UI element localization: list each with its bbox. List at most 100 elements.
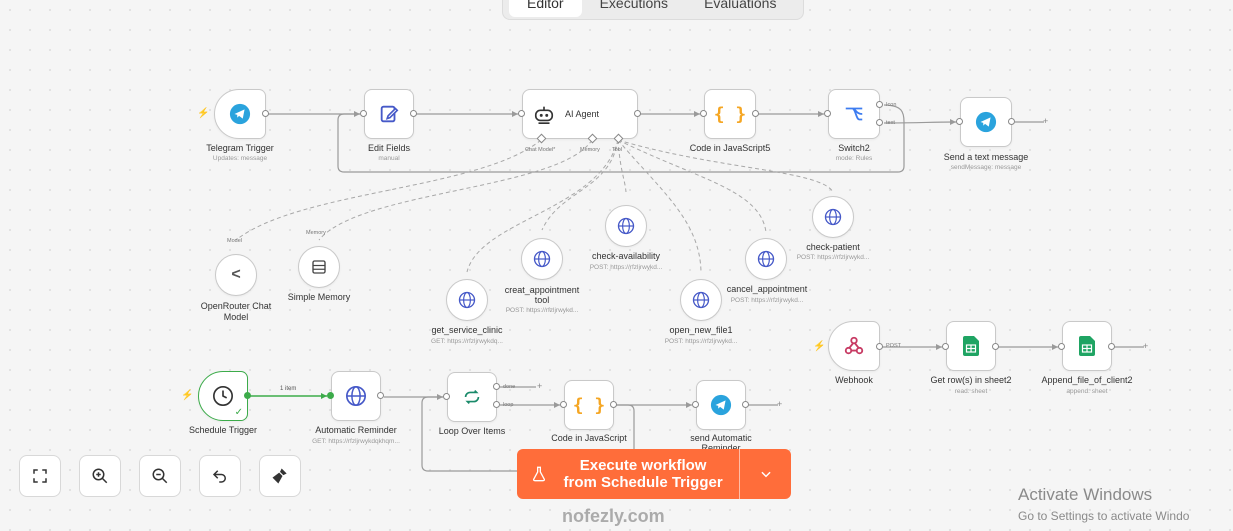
node-send-automatic-reminder[interactable] bbox=[696, 380, 746, 430]
tab-executions[interactable]: Executions bbox=[599, 0, 669, 11]
output-port[interactable] bbox=[244, 392, 251, 399]
output-port-done[interactable] bbox=[493, 383, 500, 390]
node-get-service-clinic[interactable] bbox=[446, 279, 488, 321]
zoom-out-button[interactable] bbox=[139, 455, 181, 497]
input-port[interactable] bbox=[824, 110, 831, 117]
code-braces-icon: { } bbox=[713, 103, 747, 125]
node-get-rows-in-sheet2[interactable] bbox=[946, 321, 996, 371]
database-icon bbox=[312, 260, 326, 274]
input-port[interactable] bbox=[518, 110, 525, 117]
port-label: POST bbox=[886, 343, 901, 349]
node-check-availability[interactable] bbox=[605, 205, 647, 247]
tidy-up-button[interactable] bbox=[259, 455, 301, 497]
node-subtitle: Updates: message bbox=[212, 155, 268, 162]
output-port[interactable] bbox=[410, 110, 417, 117]
execute-dropdown-button[interactable] bbox=[739, 449, 791, 499]
node-label: send Automatic bbox=[690, 433, 752, 443]
node-openrouter-chat-model[interactable]: < bbox=[215, 254, 257, 296]
execute-main[interactable]: Execute workflow from Schedule Trigger bbox=[517, 449, 739, 499]
node-telegram-trigger[interactable] bbox=[214, 89, 266, 139]
node-check-patient[interactable] bbox=[812, 196, 854, 238]
port-label: Model bbox=[227, 238, 242, 244]
node-send-text-message[interactable] bbox=[960, 97, 1012, 147]
port-label: Memory bbox=[580, 147, 600, 153]
view-tabs: Editor Executions Evaluations bbox=[502, 0, 804, 20]
output-port[interactable] bbox=[992, 343, 999, 350]
loop-back-line bbox=[337, 104, 905, 173]
node-webhook[interactable] bbox=[828, 321, 880, 371]
reset-zoom-button[interactable] bbox=[199, 455, 241, 497]
telegram-icon bbox=[229, 103, 251, 125]
output-port[interactable] bbox=[610, 401, 617, 408]
site-watermark: nofezly.com bbox=[562, 506, 665, 526]
input-port[interactable] bbox=[1058, 343, 1065, 350]
add-node-plus-icon[interactable]: + bbox=[777, 399, 783, 409]
node-subtitle: append: sheet bbox=[1066, 388, 1108, 395]
add-node-plus-icon[interactable]: + bbox=[1143, 341, 1149, 351]
node-label: Loop Over Items bbox=[438, 426, 506, 436]
robot-icon bbox=[534, 106, 554, 124]
port-label: loop bbox=[503, 402, 514, 408]
add-node-plus-icon[interactable]: + bbox=[537, 381, 543, 391]
node-label: check-patient bbox=[806, 242, 860, 252]
google-sheets-icon bbox=[1079, 336, 1095, 356]
tab-editor[interactable]: Editor bbox=[509, 0, 582, 17]
node-label: check-availability bbox=[591, 251, 661, 261]
input-port[interactable] bbox=[956, 118, 963, 125]
input-port[interactable] bbox=[700, 110, 707, 117]
google-sheets-icon bbox=[963, 336, 979, 356]
globe-icon bbox=[533, 250, 551, 268]
input-port[interactable] bbox=[327, 392, 334, 399]
fit-view-icon bbox=[33, 469, 47, 483]
node-label: Switch2 bbox=[838, 143, 870, 153]
execute-workflow-button[interactable]: Execute workflow from Schedule Trigger bbox=[517, 449, 791, 499]
output-port[interactable] bbox=[634, 110, 641, 117]
openrouter-icon: < bbox=[231, 266, 241, 283]
output-port[interactable] bbox=[876, 343, 883, 350]
node-code-in-javascript5[interactable]: { } bbox=[704, 89, 756, 139]
node-switch2[interactable] bbox=[828, 89, 880, 139]
node-cancel-appointment[interactable] bbox=[745, 238, 787, 280]
node-creat-appointment-tool[interactable] bbox=[521, 238, 563, 280]
output-port[interactable] bbox=[876, 101, 883, 108]
output-port[interactable] bbox=[377, 392, 384, 399]
dashed-connection bbox=[617, 139, 834, 193]
node-edit-fields[interactable] bbox=[364, 89, 414, 139]
dashed-connection bbox=[541, 139, 619, 231]
node-subtitle: POST: https://rfzljrwykd... bbox=[730, 297, 804, 304]
node-open-new-file1[interactable] bbox=[680, 279, 722, 321]
input-port[interactable] bbox=[692, 401, 699, 408]
output-port[interactable] bbox=[262, 110, 269, 117]
add-node-plus-icon[interactable]: + bbox=[1043, 116, 1049, 126]
node-append-file-of-client2[interactable] bbox=[1062, 321, 1112, 371]
input-port[interactable] bbox=[560, 401, 567, 408]
telegram-icon bbox=[975, 111, 997, 133]
output-port-loop[interactable] bbox=[493, 401, 500, 408]
output-port[interactable] bbox=[876, 119, 883, 126]
node-label: AI Agent bbox=[565, 109, 600, 119]
output-port[interactable] bbox=[752, 110, 759, 117]
output-port[interactable] bbox=[1008, 118, 1015, 125]
node-simple-memory[interactable] bbox=[298, 246, 340, 288]
node-label: Get row(s) in sheet2 bbox=[930, 375, 1012, 385]
output-port[interactable] bbox=[742, 401, 749, 408]
input-port[interactable] bbox=[942, 343, 949, 350]
input-port[interactable] bbox=[360, 110, 367, 117]
node-schedule-trigger[interactable]: ✓ bbox=[198, 371, 248, 421]
dashed-connection bbox=[617, 139, 702, 273]
node-loop-over-items[interactable] bbox=[447, 372, 497, 422]
tab-evaluations[interactable]: Evaluations bbox=[704, 0, 777, 11]
node-automatic-reminder[interactable] bbox=[331, 371, 381, 421]
trigger-bolt-icon: ⚡ bbox=[813, 341, 826, 352]
node-ai-agent[interactable]: AI Agent bbox=[522, 89, 638, 139]
output-port[interactable] bbox=[1108, 343, 1115, 350]
input-port[interactable] bbox=[443, 393, 450, 400]
node-subtitle: POST: https://rfzljrwykd... bbox=[664, 338, 738, 345]
zoom-in-button[interactable] bbox=[79, 455, 121, 497]
fit-view-button[interactable] bbox=[19, 455, 61, 497]
node-label: Webhook bbox=[835, 375, 873, 385]
node-label: Code in JavaScript bbox=[551, 433, 627, 443]
node-code-in-javascript[interactable]: { } bbox=[564, 380, 614, 430]
node-label: Edit Fields bbox=[367, 143, 411, 153]
